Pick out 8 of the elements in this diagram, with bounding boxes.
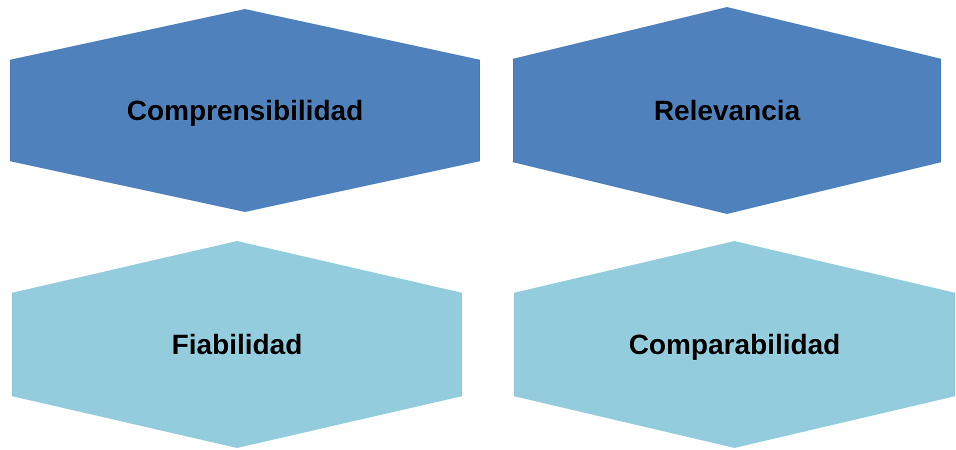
node-label: Comprensibilidad bbox=[126, 94, 364, 126]
hexagon-node bbox=[513, 7, 941, 214]
node-label: Comparabilidad bbox=[628, 328, 840, 360]
hexagon-node bbox=[10, 9, 480, 212]
hexagon-node bbox=[514, 241, 955, 448]
hexagon-node bbox=[12, 241, 462, 448]
node-label: Relevancia bbox=[654, 94, 800, 126]
node-label: Fiabilidad bbox=[172, 328, 302, 360]
